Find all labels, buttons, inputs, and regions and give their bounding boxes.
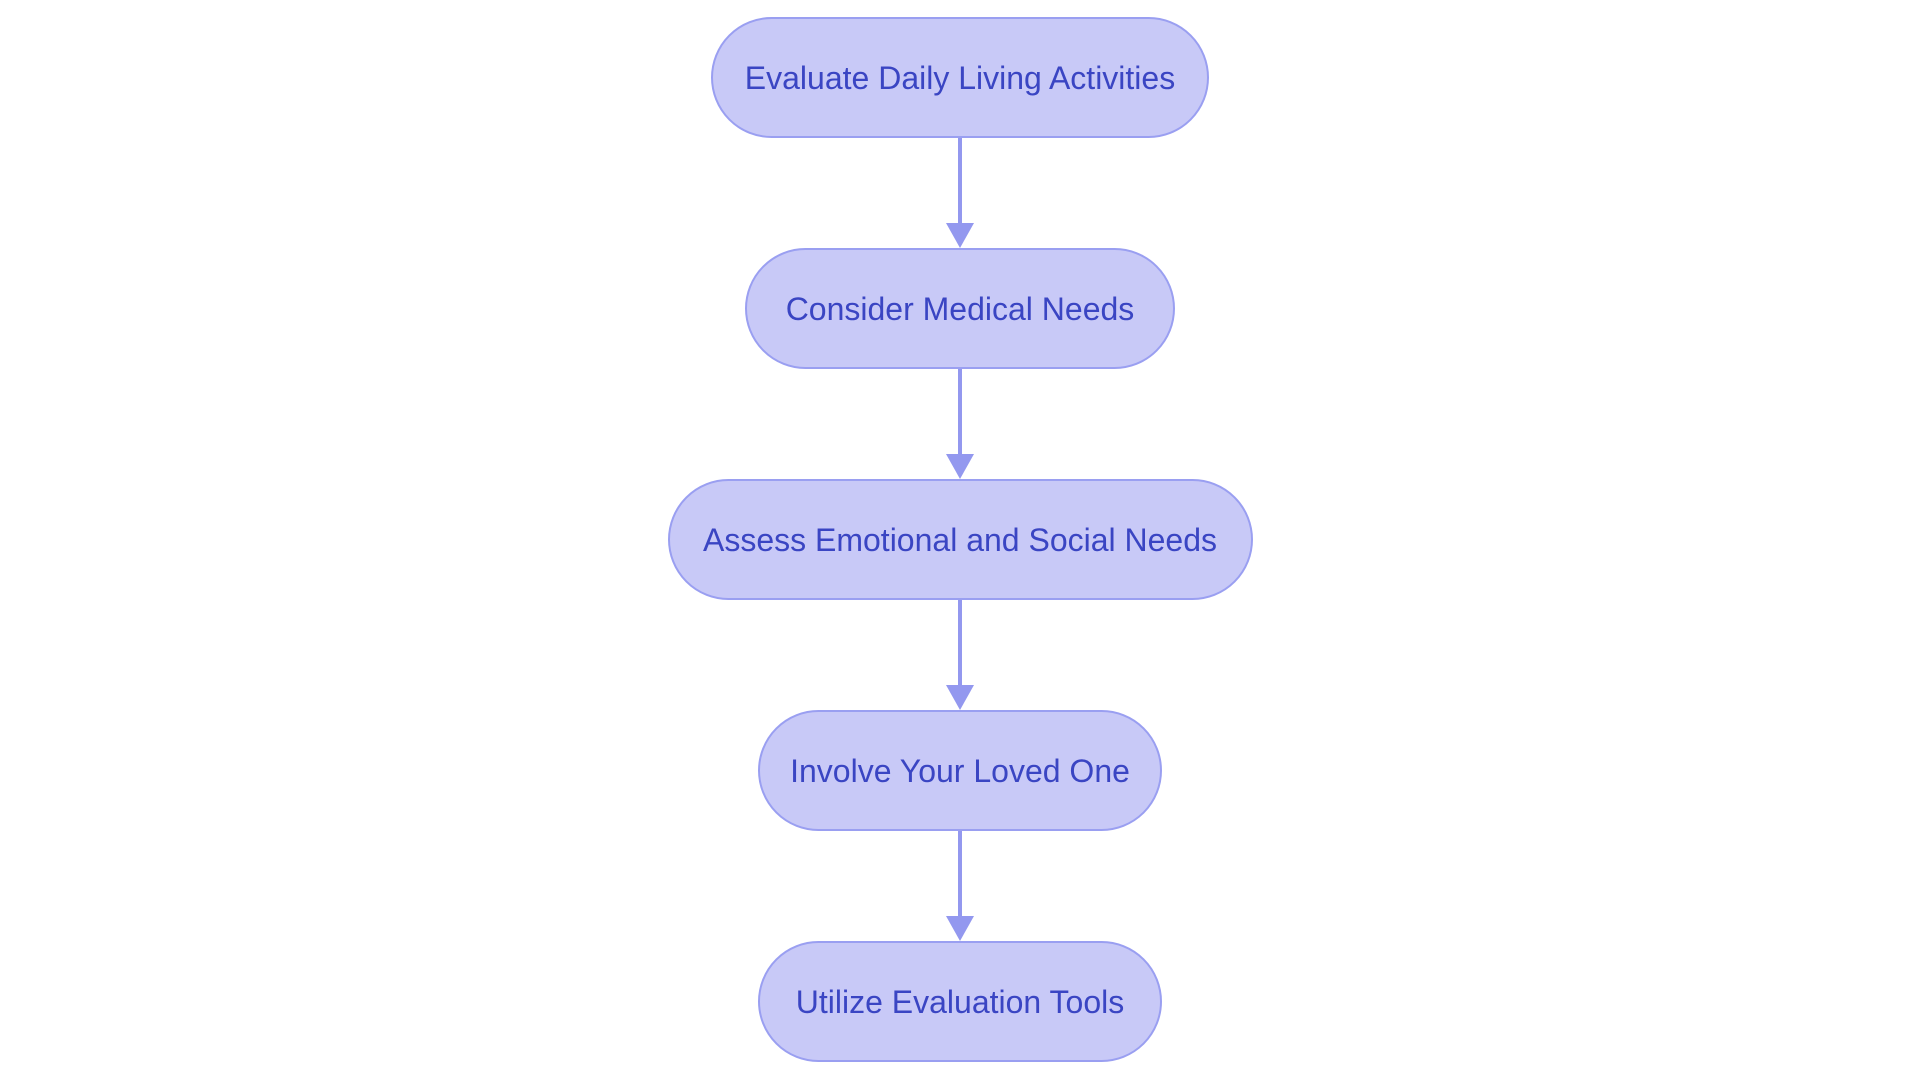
flowchart: Evaluate Daily Living Activities Conside…	[0, 17, 1920, 1062]
arrowhead-down-icon	[946, 685, 974, 710]
flow-node-consider-medical-needs: Consider Medical Needs	[745, 248, 1175, 369]
arrow-shaft	[958, 369, 962, 454]
arrow-down-3	[946, 600, 974, 710]
flow-node-evaluate-daily-living-activities: Evaluate Daily Living Activities	[711, 17, 1209, 138]
arrow-down-4	[946, 831, 974, 941]
flow-node-assess-emotional-and-social-needs: Assess Emotional and Social Needs	[667, 479, 1253, 600]
arrowhead-down-icon	[946, 454, 974, 479]
arrowhead-down-icon	[946, 223, 974, 248]
arrow-down-2	[946, 369, 974, 479]
arrowhead-down-icon	[946, 916, 974, 941]
arrow-shaft	[958, 600, 962, 685]
flow-node-utilize-evaluation-tools: Utilize Evaluation Tools	[758, 941, 1162, 1062]
flow-node-involve-your-loved-one: Involve Your Loved One	[758, 710, 1162, 831]
arrow-shaft	[958, 138, 962, 223]
arrow-down-1	[946, 138, 974, 248]
arrow-shaft	[958, 831, 962, 916]
